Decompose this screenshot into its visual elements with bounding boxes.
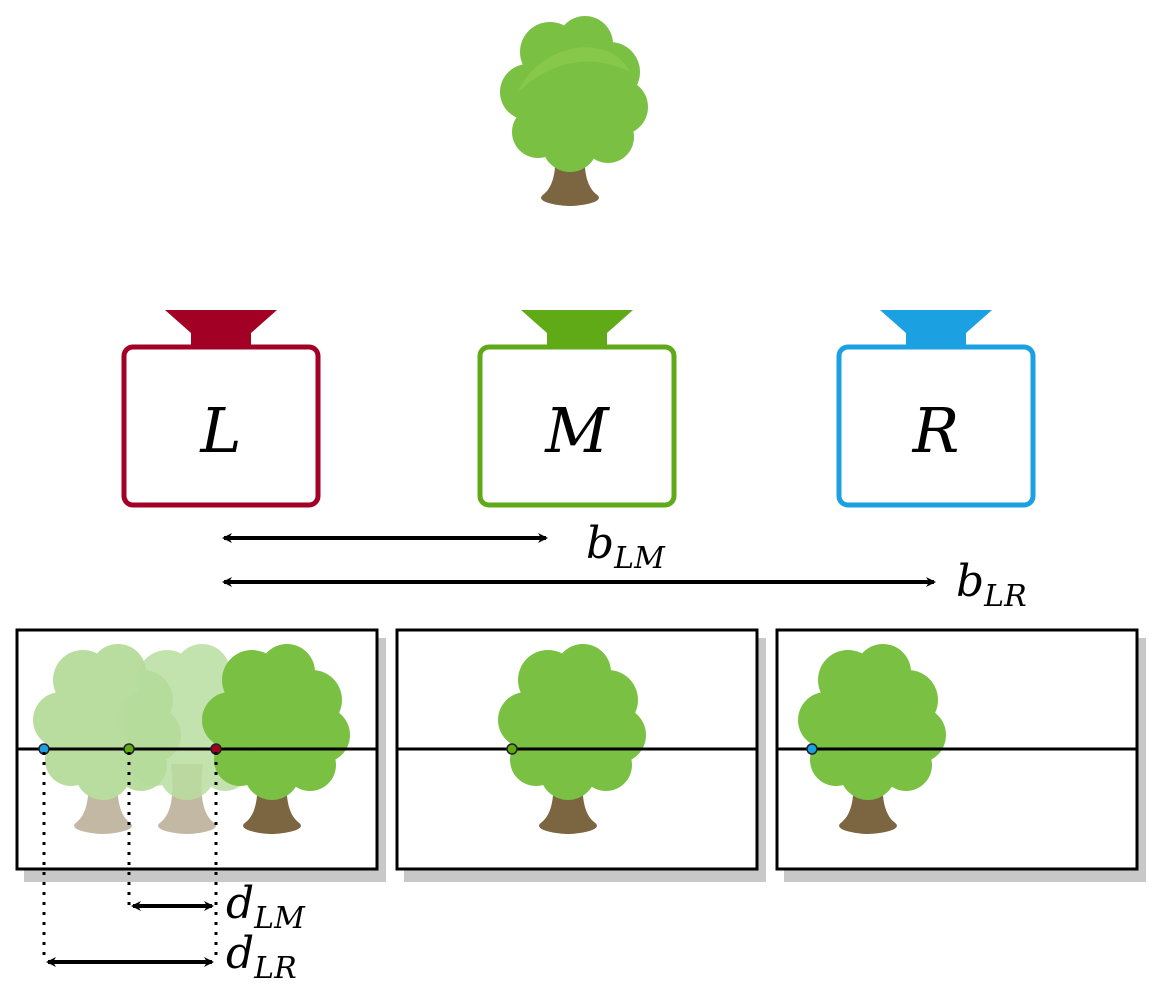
camera-middle: M [477, 310, 677, 508]
camera-icon [165, 310, 277, 347]
image-panel-left [15, 628, 386, 882]
image-panel-right [775, 628, 1146, 882]
baseline-lr-label: bLR [956, 556, 1027, 614]
camera-label: R [912, 394, 960, 467]
projection-point-r [806, 743, 818, 755]
camera-label: M [544, 394, 610, 467]
camera-body [121, 344, 321, 508]
camera-body [477, 344, 677, 508]
image-panel-middle [395, 628, 766, 882]
projection-point-m [506, 743, 518, 755]
baseline-lm-label: bLM [586, 518, 666, 576]
camera-icon [880, 310, 992, 347]
camera-label: L [199, 394, 241, 467]
disparity-lr-label: dLR [226, 928, 297, 986]
camera-right: R [836, 310, 1036, 508]
camera-left: L [121, 310, 321, 508]
disparity-lm-label: dLM [226, 878, 306, 936]
camera-icon [521, 310, 633, 347]
camera-body [836, 344, 1036, 508]
scene-tree-icon [500, 16, 648, 206]
